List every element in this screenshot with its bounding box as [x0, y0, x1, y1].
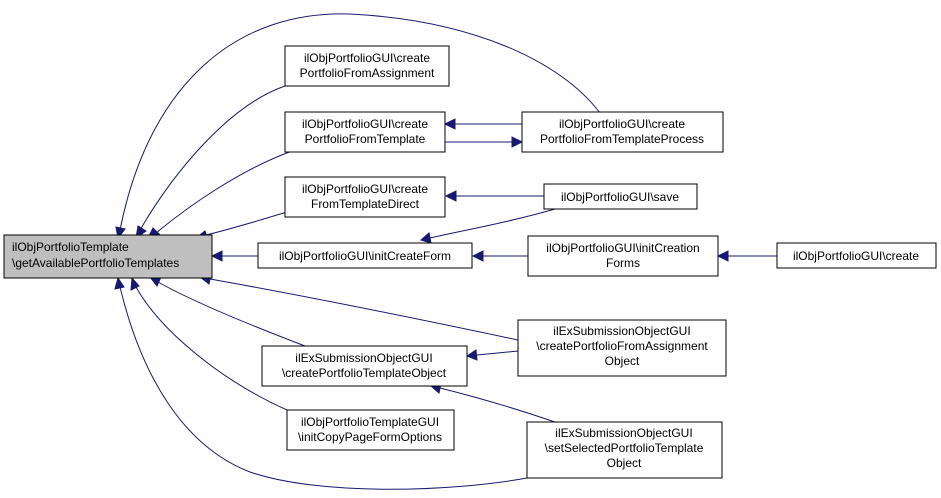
node-icforms-line-2: Forms — [606, 256, 640, 270]
edge-ptgui-to-root — [130, 276, 288, 411]
node-escpto[interactable]: ilExSubmissionObjectGUI \createPortfolio… — [261, 345, 468, 387]
node-root-line-1: ilObjPortfolioTemplate — [12, 240, 129, 254]
node-icforms[interactable]: ilObjPortfolioGUI\initCreation Forms — [527, 235, 719, 277]
node-esspto-line-3: Object — [607, 456, 642, 470]
node-cpft-line-1: ilObjPortfolioGUI\create — [302, 117, 428, 131]
edge-create-to-icforms — [716, 250, 777, 262]
node-escpfao-line-3: Object — [605, 354, 640, 368]
edge-save-to-icf — [419, 208, 556, 244]
node-ptgui[interactable]: ilObjPortfolioTemplateGUI \initCopyPageF… — [286, 409, 455, 451]
node-escpfao-line-1: ilExSubmissionObjectGUI — [553, 324, 690, 338]
node-root-line-2: \getAvailablePortfolioTemplates — [12, 256, 179, 270]
node-cpfa-line-2: PortfolioFromAssignment — [300, 66, 435, 80]
node-ptgui-line-1: ilObjPortfolioTemplateGUI — [301, 415, 439, 429]
node-esspto[interactable]: ilExSubmissionObjectGUI \setSelectedPort… — [526, 421, 723, 479]
node-cpft-line-2: PortfolioFromTemplate — [305, 132, 426, 146]
edge-cpft-to-cpftp — [445, 136, 524, 148]
node-root[interactable]: ilObjPortfolioTemplate \getAvailablePort… — [3, 234, 213, 279]
node-cftd[interactable]: ilObjPortfolioGUI\create FromTemplateDir… — [284, 176, 446, 218]
node-cftd-line-1: ilObjPortfolioGUI\create — [302, 182, 428, 196]
node-escpto-line-1: ilExSubmissionObjectGUI — [295, 351, 432, 365]
node-escpfao[interactable]: ilExSubmissionObjectGUI \createPortfolio… — [517, 319, 727, 377]
node-ptgui-line-2: \initCopyPageFormOptions — [298, 430, 442, 444]
node-cpftp-line-2: PortfolioFromTemplateProcess — [540, 132, 704, 146]
edge-cpftp-to-cpft — [443, 118, 522, 130]
node-save[interactable]: ilObjPortfolioGUI\save — [543, 183, 698, 210]
edge-cpft-to-root — [147, 150, 293, 239]
node-cpftp-line-1: ilObjPortfolioGUI\create — [559, 117, 685, 131]
node-cftd-line-2: FromTemplateDirect — [311, 197, 420, 211]
edge-save-to-cftd — [444, 190, 544, 202]
node-escpfao-line-2: \createPortfolioFromAssignment — [536, 339, 708, 353]
node-cpftp[interactable]: ilObjPortfolioGUI\create PortfolioFromTe… — [521, 111, 724, 153]
node-cpfa-line-1: ilObjPortfolioGUI\create — [304, 51, 430, 65]
node-create[interactable]: ilObjPortfolioGUI\create — [776, 242, 937, 269]
node-cpft[interactable]: ilObjPortfolioGUI\create PortfolioFromTe… — [284, 111, 446, 153]
node-save-line-1: ilObjPortfolioGUI\save — [561, 190, 679, 204]
node-icf[interactable]: ilObjPortfolioGUI\initCreateForm — [257, 242, 473, 269]
edge-escpto-to-root — [148, 276, 306, 347]
node-icforms-line-1: ilObjPortfolioGUI\initCreation — [546, 241, 699, 255]
node-esspto-line-1: ilExSubmissionObjectGUI — [555, 426, 692, 440]
edge-cpfa-to-root — [135, 85, 286, 240]
node-escpto-line-2: \createPortfolioTemplateObject — [282, 366, 447, 380]
node-create-line-1: ilObjPortfolioGUI\create — [793, 249, 919, 263]
edge-esspto-to-root — [114, 276, 528, 490]
node-icf-line-1: ilObjPortfolioGUI\initCreateForm — [279, 249, 451, 263]
node-cpfa[interactable]: ilObjPortfolioGUI\create PortfolioFromAs… — [284, 45, 450, 87]
edge-escpfao-to-escpto — [465, 349, 519, 361]
node-esspto-line-2: \setSelectedPortfolioTemplate — [545, 441, 704, 455]
edge-escpfao-to-root — [198, 273, 519, 341]
edge-icf-to-root — [210, 250, 258, 262]
edge-icforms-to-icf — [471, 250, 528, 262]
